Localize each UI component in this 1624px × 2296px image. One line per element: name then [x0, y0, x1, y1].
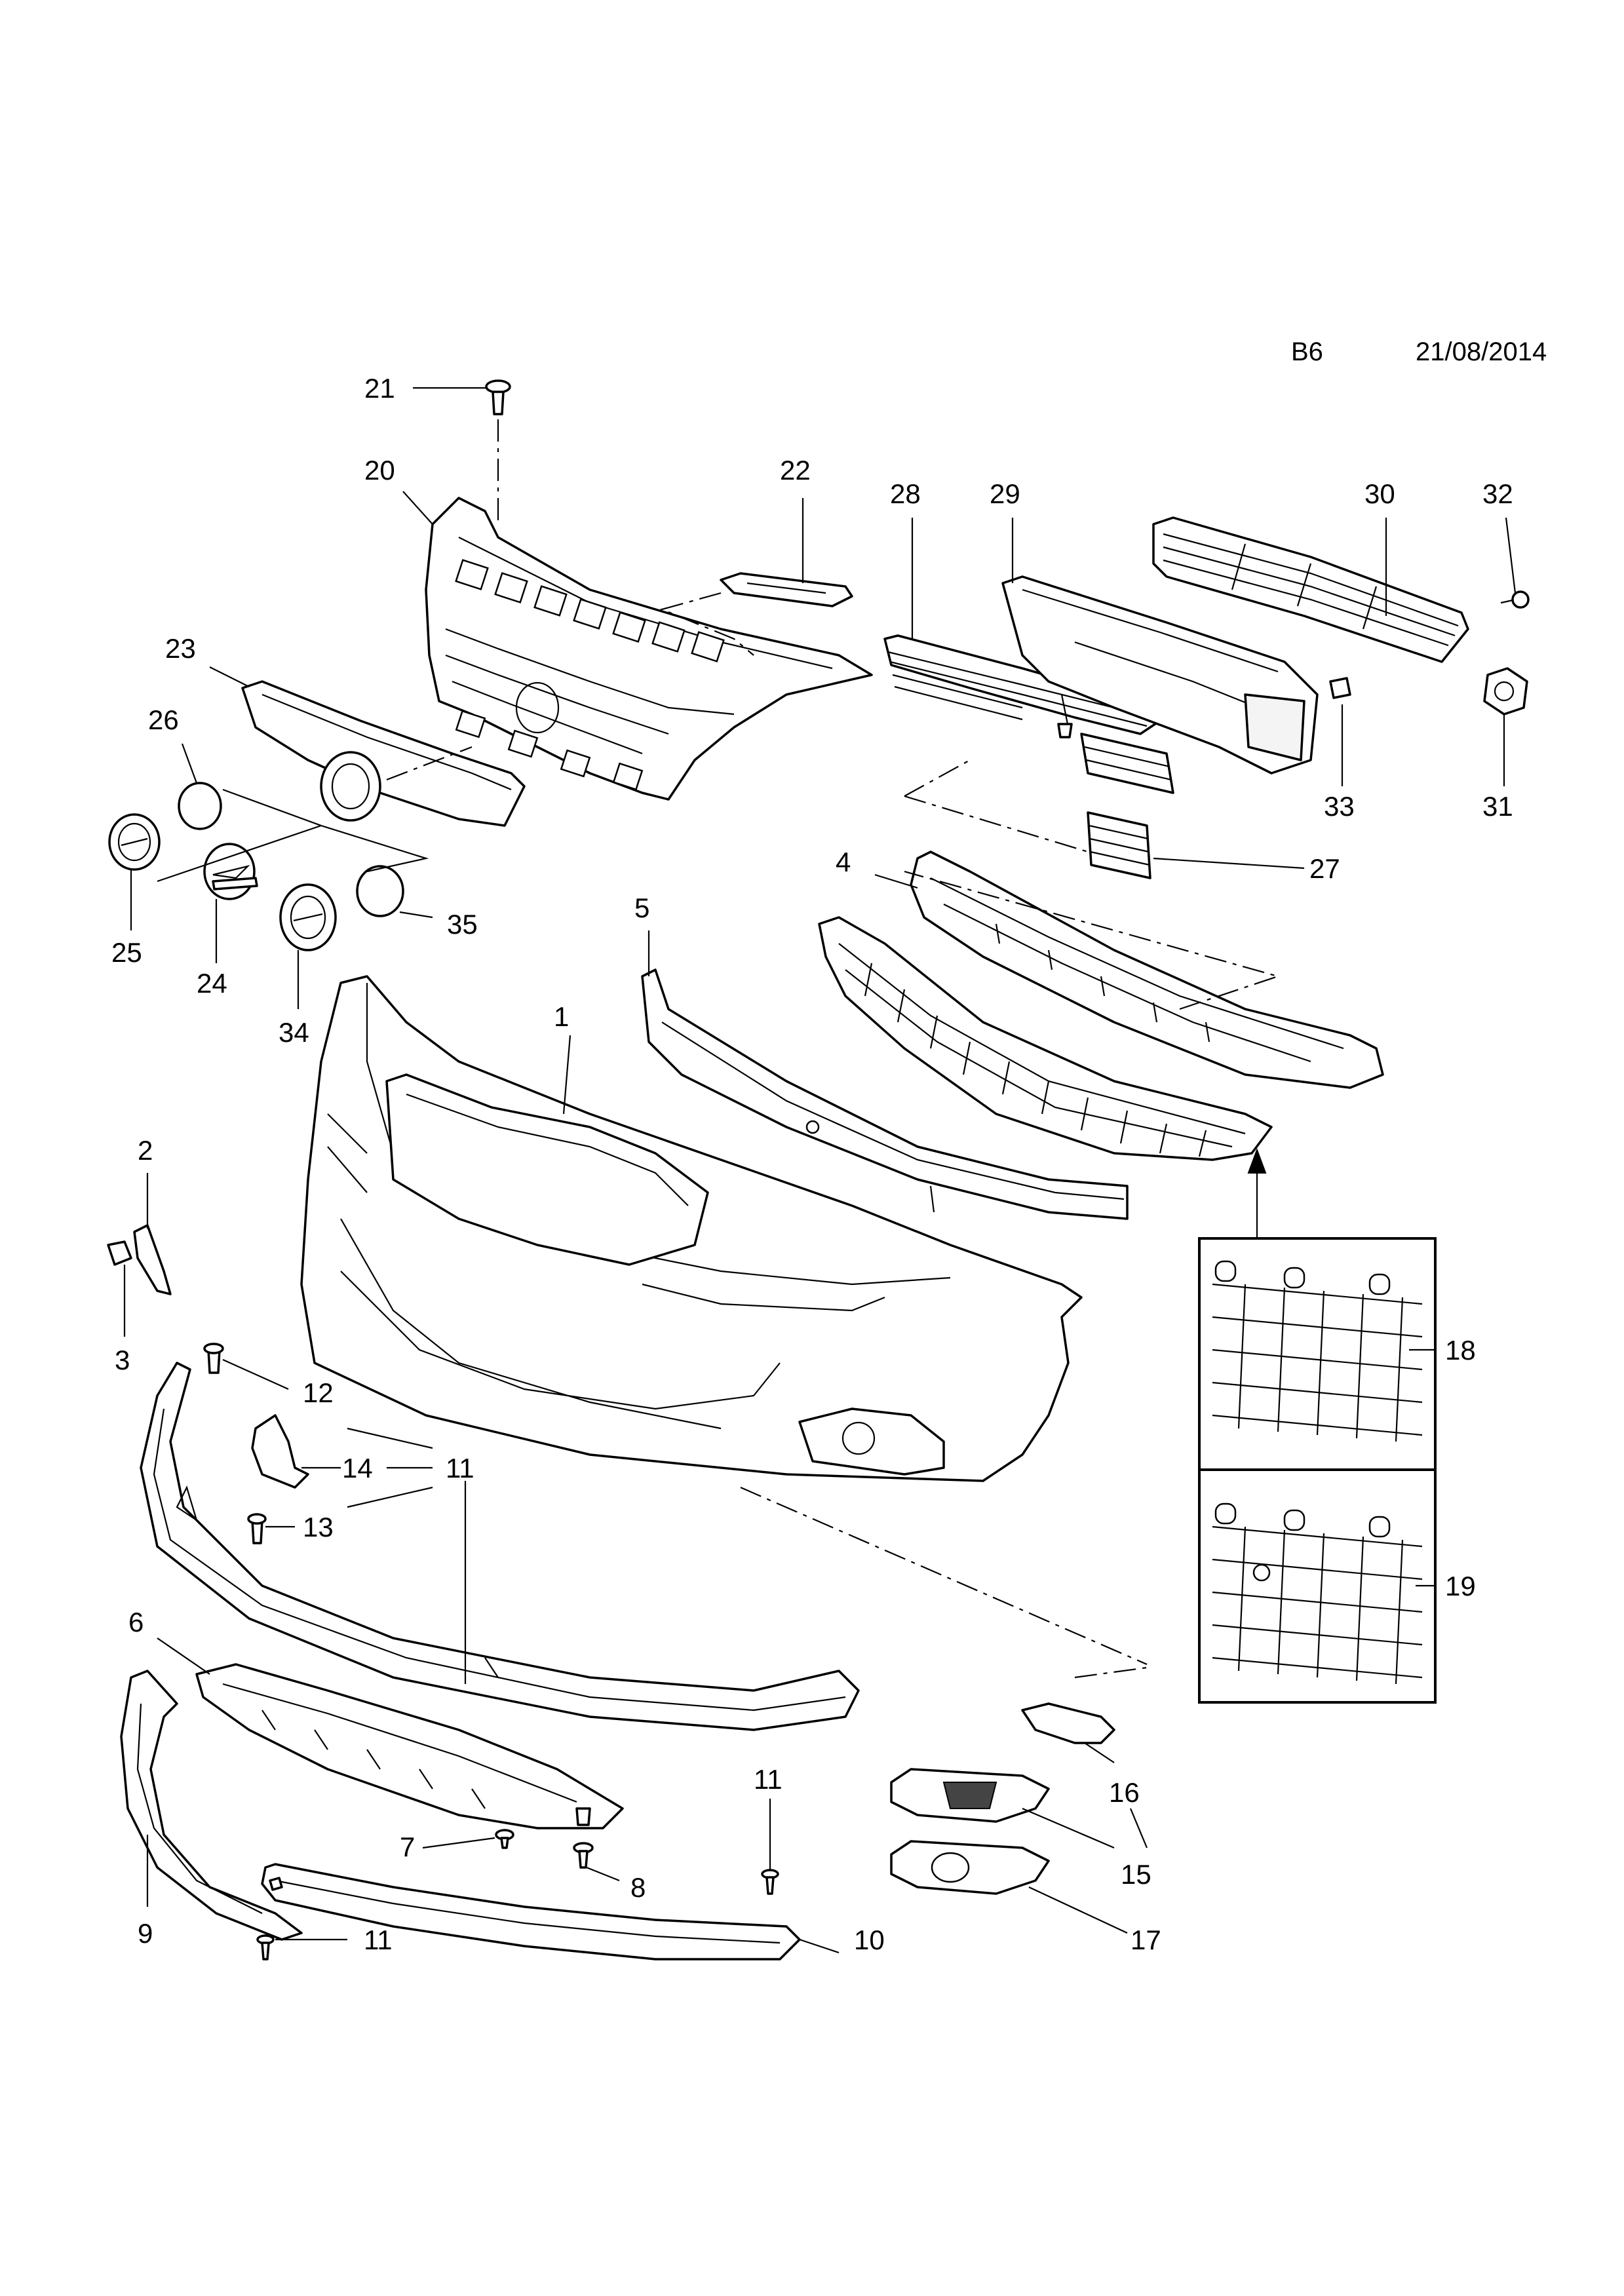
callout-25: 24 [197, 968, 227, 999]
part-15-bracket [251, 1414, 309, 1489]
part-11-bolt-upper [761, 1869, 779, 1895]
callout-1: 1 [554, 1001, 569, 1032]
callout-19: 18 [1445, 1335, 1476, 1366]
diagram-date: 21/08/2014 [1416, 337, 1547, 366]
callout-15: 14 [342, 1453, 373, 1483]
inset-panel [1198, 1237, 1437, 1704]
callout-5: 5 [634, 892, 649, 923]
callout-20: 19 [1445, 1571, 1476, 1601]
part-3-clip [107, 1240, 132, 1266]
callout-34: 33 [1324, 791, 1355, 822]
callout-12: 11 [446, 1453, 474, 1483]
part-12-lower-spoiler [140, 1362, 860, 1731]
callout-9: 9 [138, 1918, 153, 1949]
callout-16: 15 [1121, 1859, 1151, 1890]
leader-lines [123, 387, 1517, 1954]
part-27-cover [178, 782, 222, 830]
callout-labels: 21 20 22 28 29 30 32 23 26 33 31 27 4 5 … [111, 373, 1513, 1955]
part-32-actuator [1483, 667, 1528, 716]
part-17-bracket [1021, 1666, 1148, 1744]
part-9-side-deflector [120, 1670, 303, 1941]
callout-18: 17 [1131, 1924, 1161, 1955]
part-18-fog-bezel [890, 1840, 1050, 1895]
cover-link-lines [157, 788, 429, 883]
part-11-bolt-lower [256, 1934, 275, 1961]
callout-33: 32 [1482, 478, 1513, 509]
part-10-front-lip [261, 1863, 801, 1961]
part-lower-grille [818, 916, 1273, 1161]
part-33-screw [1500, 590, 1530, 609]
callout-28: 27 [1309, 853, 1340, 884]
callout-6: 6 [128, 1607, 144, 1637]
diagram-code: B6 [1291, 337, 1323, 366]
part-23-bracket [659, 572, 853, 656]
callout-11-upper: 11 [754, 1764, 783, 1795]
part-1-bumper-cover [300, 975, 1148, 1666]
callout-24: 23 [165, 633, 196, 664]
inset-20-grille-detail [1212, 1502, 1423, 1685]
part-4-impact-absorber [904, 851, 1384, 1089]
callout-8: 8 [630, 1872, 646, 1903]
part-28-grille-insert [904, 733, 1174, 879]
part-36-cover [356, 865, 404, 917]
callout-7: 7 [400, 1831, 415, 1862]
callout-22: 21 [364, 373, 395, 404]
part-35-emblem [279, 883, 337, 951]
callout-11-lower: 11 [364, 1924, 393, 1955]
part-7-screw [495, 1829, 514, 1849]
part-16-fog-bezel [890, 1768, 1050, 1823]
inset-19-grille-detail [1212, 1260, 1423, 1442]
callout-31: 30 [1364, 478, 1395, 509]
part-26-emblem [108, 813, 161, 871]
callout-30: 29 [990, 478, 1020, 509]
callout-14: 13 [303, 1512, 334, 1542]
part-25-emblem [203, 843, 258, 900]
part-8-screw [573, 1842, 594, 1869]
callout-21: 20 [364, 455, 395, 486]
part-14-bolt [247, 1513, 267, 1544]
callout-23: 22 [780, 455, 811, 486]
callout-26: 25 [111, 937, 142, 968]
part-31-shutter [1152, 516, 1469, 663]
part-21-grille-frame [425, 497, 873, 801]
part-30-air-guide [1001, 575, 1319, 775]
part-22-screw [485, 379, 511, 524]
callout-13: 12 [303, 1377, 334, 1408]
part-6-undertray [195, 1663, 624, 1829]
callout-4: 4 [836, 847, 851, 877]
callout-32: 31 [1482, 791, 1513, 822]
callout-2: 2 [138, 1135, 153, 1166]
callout-10: 10 [854, 1924, 885, 1955]
callout-29: 28 [890, 478, 921, 509]
callout-17: 16 [1109, 1777, 1140, 1808]
part-13-bolt [203, 1343, 224, 1374]
callout-36: 35 [447, 909, 478, 940]
part-5-trim-strip [641, 968, 1129, 1220]
part-34-clip [1329, 677, 1351, 699]
callout-27: 26 [148, 704, 179, 735]
part-2-clip [133, 1224, 172, 1295]
part-24-grille-trim [241, 680, 526, 827]
callout-3: 3 [115, 1345, 130, 1375]
callout-35: 34 [279, 1017, 309, 1048]
inset-arrow [1247, 1148, 1267, 1238]
